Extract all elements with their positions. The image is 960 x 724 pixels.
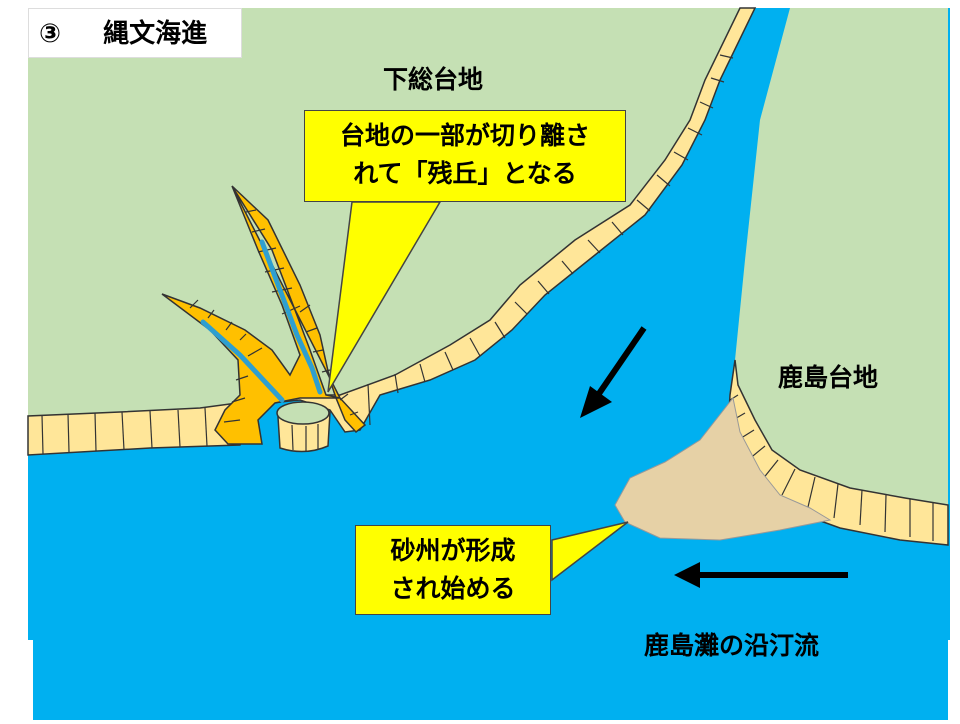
white-margin-bottom-left (0, 640, 33, 720)
callout-sasu: 砂州が形成 され始める (355, 525, 551, 615)
title-number: ③ (39, 19, 62, 49)
callout-zankyu-line2: れて「残丘」となる (353, 159, 577, 188)
slope-hatch-shimousa (41, 54, 734, 455)
kashima-plateau (735, 8, 948, 505)
title-box: ③ 縄文海進 (28, 8, 242, 58)
callout-zankyu-pointer (327, 201, 442, 393)
sand-spit (614, 396, 832, 541)
label-kashima: 鹿島台地 (778, 363, 879, 392)
valley-streams (200, 239, 323, 403)
callout-sasu-line2: され始める (390, 574, 516, 603)
current-arrow-left (674, 562, 848, 588)
callout-zankyu-line1: 台地の一部が切り離さ (339, 121, 590, 150)
white-margin-bottom-right (948, 640, 960, 720)
label-shimousa: 下総台地 (383, 65, 484, 94)
current-arrow-down (580, 326, 647, 418)
callout-zankyu: 台地の一部が切り離さ れて「残丘」となる (304, 110, 626, 202)
remnant-hill (276, 401, 331, 453)
shimousa-slope (27, 7, 757, 456)
callout-sasu-line1: 砂州が形成 (390, 536, 516, 565)
label-current: 鹿島灘の沿汀流 (644, 631, 820, 660)
title-text: 縄文海進 (103, 19, 208, 49)
callout-sasu-pointer (551, 521, 629, 582)
